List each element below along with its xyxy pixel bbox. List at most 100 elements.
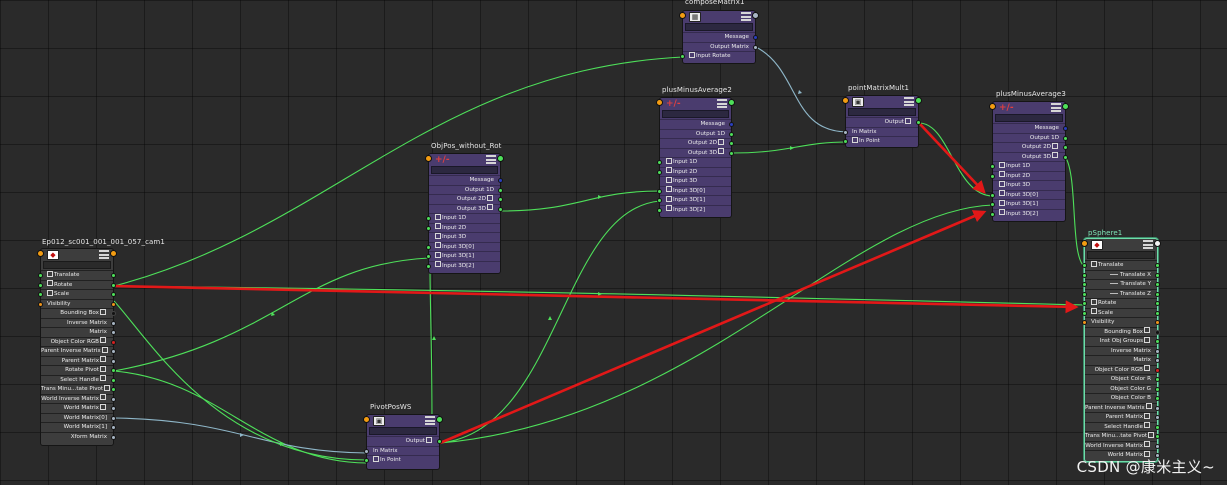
attribute-row[interactable]: Trans Minu...tate Pivot — [41, 384, 116, 394]
output-plug-icon[interactable] — [1155, 329, 1160, 335]
output-plug-icon[interactable] — [111, 282, 116, 288]
wire-cam-rotpivot-to-objpos[interactable] — [113, 257, 430, 372]
expand-icon[interactable] — [999, 190, 1005, 196]
output-plug-icon[interactable] — [1155, 453, 1160, 458]
input-plug-icon[interactable] — [426, 216, 431, 221]
node-header[interactable]: ▦ — [683, 11, 755, 23]
attribute-row[interactable]: World Matrix[0] — [41, 412, 116, 423]
node-menu-icon[interactable] — [99, 250, 109, 259]
output-plug-icon[interactable] — [1155, 348, 1160, 354]
attribute-row[interactable]: Parent Inverse Matrix — [41, 346, 116, 356]
output-plug-icon[interactable] — [111, 339, 116, 345]
attribute-row[interactable]: Input 3D — [993, 180, 1065, 190]
attribute-row[interactable]: Input 3D[0] — [657, 185, 731, 196]
wire-cam-rotpivot-to-pivot-inpoint[interactable] — [113, 370, 368, 464]
expand-icon[interactable] — [100, 337, 106, 343]
expand-icon[interactable] — [47, 270, 53, 277]
attribute-row[interactable]: Parent Matrix — [41, 355, 116, 366]
output-plug-icon[interactable] — [111, 368, 116, 373]
expand-icon[interactable] — [1091, 308, 1097, 314]
input-port-icon[interactable] — [989, 103, 996, 110]
input-plug-icon[interactable] — [364, 458, 369, 463]
expand-icon[interactable] — [426, 436, 432, 443]
output-plug-icon[interactable] — [1155, 291, 1160, 297]
attribute-row[interactable]: Input 1D — [990, 161, 1065, 171]
wire-objpos-to-pma2[interactable] — [500, 190, 661, 212]
output-plug-icon[interactable] — [111, 358, 116, 364]
output-plug-icon[interactable] — [498, 187, 503, 193]
attribute-row[interactable]: In Matrix — [843, 126, 918, 137]
output-plug-icon[interactable] — [1155, 310, 1160, 316]
node-menu-icon[interactable] — [425, 416, 435, 425]
output-plug-icon[interactable] — [1155, 405, 1160, 411]
input-plug-icon[interactable] — [1082, 310, 1087, 316]
attribute-row[interactable]: Input Rotate — [680, 51, 755, 61]
expand-icon[interactable] — [435, 251, 441, 258]
node-menu-icon[interactable] — [717, 99, 727, 108]
output-plug-icon[interactable] — [111, 434, 116, 440]
attribute-row[interactable]: Message — [429, 175, 503, 185]
expand-icon[interactable] — [435, 223, 441, 229]
attribute-row[interactable]: Trans Minu...tate Pivot — [1085, 431, 1160, 441]
attribute-row[interactable]: Object Color RGB — [1085, 364, 1160, 375]
output-port-icon[interactable] — [110, 250, 117, 257]
attribute-row[interactable]: Output 2D — [429, 194, 503, 204]
wire-pma3-to-sphere[interactable] — [1065, 157, 1086, 268]
output-plug-icon[interactable] — [1155, 386, 1160, 392]
expand-icon[interactable] — [1144, 327, 1150, 333]
input-plug-icon[interactable] — [657, 160, 662, 165]
node-menu-icon[interactable] — [1051, 103, 1061, 112]
wire-pmm-to-pma3[interactable] — [918, 122, 994, 197]
input-plug-icon[interactable] — [1082, 320, 1087, 325]
wire-pivot-to-objpos[interactable] — [429, 267, 433, 421]
attribute-row[interactable]: Output 3D — [660, 147, 734, 158]
input-plug-icon[interactable] — [38, 273, 43, 278]
attribute-row[interactable]: Output — [367, 436, 442, 446]
output-plug-icon[interactable] — [111, 377, 116, 383]
input-port-icon[interactable] — [656, 99, 663, 106]
wire-compose-to-pmm[interactable] — [755, 46, 849, 133]
expand-icon[interactable] — [999, 180, 1005, 187]
expand-icon[interactable] — [666, 167, 672, 173]
input-plug-icon[interactable] — [1082, 291, 1087, 297]
attribute-row[interactable]: Matrix — [1085, 355, 1160, 365]
output-plug-icon[interactable] — [1155, 272, 1160, 278]
output-plug-icon[interactable] — [1155, 301, 1160, 306]
attribute-row[interactable]: Select Handle — [1085, 421, 1160, 432]
expand-icon[interactable] — [999, 209, 1005, 215]
expand-icon[interactable] — [1144, 450, 1150, 457]
input-plug-icon[interactable] — [657, 169, 662, 175]
attribute-row[interactable]: Translate — [1082, 260, 1160, 270]
attribute-row[interactable]: Object Color B — [1085, 393, 1160, 403]
input-port-icon[interactable] — [679, 12, 686, 19]
output-plug-icon[interactable] — [111, 273, 116, 278]
attribute-row[interactable]: Visibility — [1082, 317, 1160, 327]
node-header[interactable]: ◆ — [1085, 239, 1157, 251]
attribute-row[interactable]: Output 1D — [660, 128, 734, 139]
attribute-row[interactable]: Input 3D[0] — [426, 241, 500, 252]
output-plug-icon[interactable] — [1063, 135, 1068, 141]
attribute-row[interactable]: Input 3D[0] — [990, 189, 1065, 200]
expand-icon[interactable] — [1091, 298, 1097, 305]
expand-icon[interactable] — [435, 261, 441, 267]
attribute-row[interactable]: Scale — [38, 289, 116, 299]
expand-icon[interactable] — [435, 232, 441, 239]
output-plug-icon[interactable] — [1155, 396, 1160, 401]
attribute-row[interactable]: Select Handle — [41, 374, 116, 385]
output-plug-icon[interactable] — [729, 122, 734, 127]
node-filter-field[interactable] — [848, 108, 916, 116]
expand-icon[interactable] — [999, 161, 1005, 168]
expand-icon[interactable] — [1091, 260, 1097, 267]
attribute-row[interactable]: Message — [993, 123, 1068, 133]
attribute-row[interactable]: Output — [846, 117, 921, 127]
input-plug-icon[interactable] — [680, 54, 685, 59]
expand-icon[interactable] — [1144, 412, 1150, 419]
expand-icon[interactable] — [100, 365, 106, 372]
expand-icon[interactable] — [718, 138, 724, 145]
expand-icon[interactable] — [100, 403, 106, 410]
node-header[interactable]: ▣ — [846, 96, 918, 108]
output-plug-icon[interactable] — [729, 141, 734, 146]
attribute-row[interactable]: Translate X — [1082, 269, 1160, 280]
